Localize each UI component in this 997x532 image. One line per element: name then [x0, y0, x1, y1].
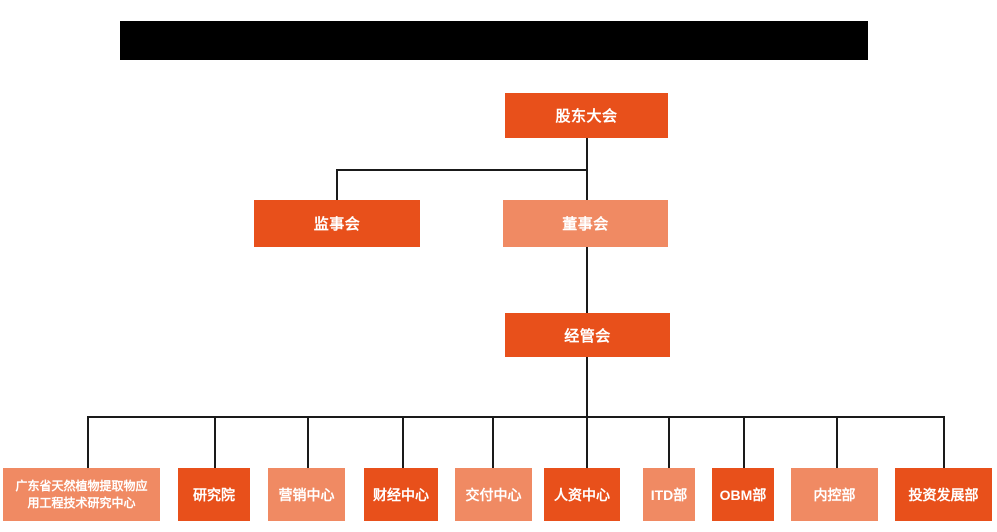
node-dept-internal-control: 内控部 [791, 468, 878, 521]
node-dept-internal-control-label: 内控部 [813, 486, 856, 503]
node-dept-investment-development: 投资发展部 [895, 468, 992, 521]
connector-drop-dept-7 [668, 416, 670, 468]
connector-drop-dept-9 [836, 416, 838, 468]
node-dept-finance-center-label: 财经中心 [373, 486, 429, 503]
node-dept-hr-center-label: 人资中心 [554, 486, 610, 503]
dept-label-line-2: 用工程技术研究中心 [27, 495, 136, 510]
node-dept-marketing-center: 营销中心 [268, 468, 345, 521]
node-dept-obm-label: OBM部 [719, 486, 767, 503]
node-dept-research-center-label: 广东省天然植物提取物应 用工程技术研究中心 [15, 478, 147, 512]
node-management-committee: 经管会 [505, 313, 670, 357]
dept-label-line-1: 广东省天然植物提取物应 [15, 478, 148, 493]
node-dept-hr-center: 人资中心 [544, 468, 620, 521]
connector-management-to-departments [586, 357, 588, 468]
redacted-title-bar [120, 21, 868, 60]
connector-drop-dept-1 [87, 416, 89, 468]
node-dept-research-center: 广东省天然植物提取物应 用工程技术研究中心 [3, 468, 160, 521]
connector-board-to-management [586, 247, 588, 313]
node-supervisory-board: 监事会 [254, 200, 420, 247]
node-dept-investment-development-label: 投资发展部 [908, 486, 979, 503]
connector-drop-dept-3 [307, 416, 309, 468]
connector-drop-dept-4 [402, 416, 404, 468]
node-dept-itd-label: ITD部 [650, 486, 688, 503]
connector-drop-dept-8 [743, 416, 745, 468]
connector-branch-horizontal-top [336, 169, 588, 171]
node-board-of-directors-label: 董事会 [562, 216, 609, 233]
node-dept-itd: ITD部 [643, 468, 695, 521]
connector-drop-dept-5 [492, 416, 494, 468]
node-dept-finance-center: 财经中心 [364, 468, 438, 521]
node-dept-research-institute-label: 研究院 [193, 486, 235, 503]
node-dept-obm: OBM部 [712, 468, 774, 521]
node-management-committee-label: 经管会 [564, 327, 611, 345]
node-dept-delivery-center: 交付中心 [455, 468, 532, 521]
node-shareholders-meeting-label: 股东大会 [555, 108, 618, 125]
node-dept-delivery-center-label: 交付中心 [465, 486, 522, 503]
connector-branch-horizontal-bottom [87, 416, 945, 418]
node-board-of-directors: 董事会 [503, 200, 668, 247]
node-shareholders-meeting: 股东大会 [505, 93, 668, 138]
node-supervisory-board-label: 监事会 [313, 216, 361, 233]
connector-drop-dept-10 [943, 416, 945, 468]
connector-drop-dept-2 [214, 416, 216, 468]
connector-drop-supervisory [336, 169, 338, 200]
node-dept-marketing-center-label: 营销中心 [278, 486, 335, 503]
node-dept-research-institute: 研究院 [178, 468, 250, 521]
